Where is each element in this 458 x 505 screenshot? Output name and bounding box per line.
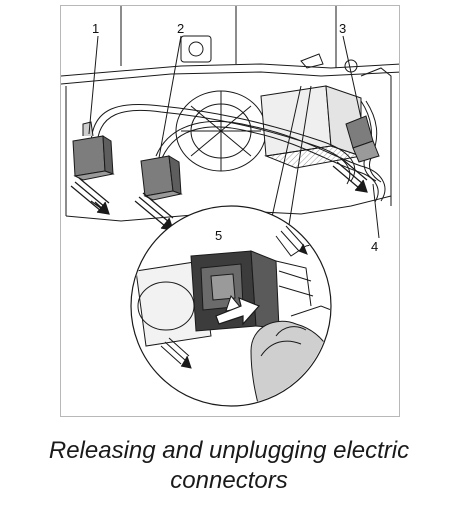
caption-line-1: Releasing and unplugging electric <box>48 437 410 464</box>
connector-1 <box>72 121 115 181</box>
callout-1: 1 <box>92 21 100 36</box>
release-arrow-2 <box>134 192 174 231</box>
illustration-frame: 1 2 3 4 5 <box>60 5 400 417</box>
cable-harness <box>90 100 386 203</box>
callout-3: 3 <box>339 21 347 36</box>
callout-2: 2 <box>177 21 185 36</box>
housing-outline <box>61 6 399 222</box>
figure-caption: Releasing and unplugging electric connec… <box>0 436 458 496</box>
caption-line-2: connectors <box>170 467 288 494</box>
connector-illustration <box>61 6 399 407</box>
connector-2 <box>140 155 183 201</box>
release-arrow-1 <box>70 177 110 215</box>
callout-5: 5 <box>215 228 223 243</box>
connector-3 <box>345 115 380 163</box>
release-arrow-3 <box>332 157 368 193</box>
detail-magnifier <box>130 205 332 407</box>
callout-4: 4 <box>371 239 379 254</box>
